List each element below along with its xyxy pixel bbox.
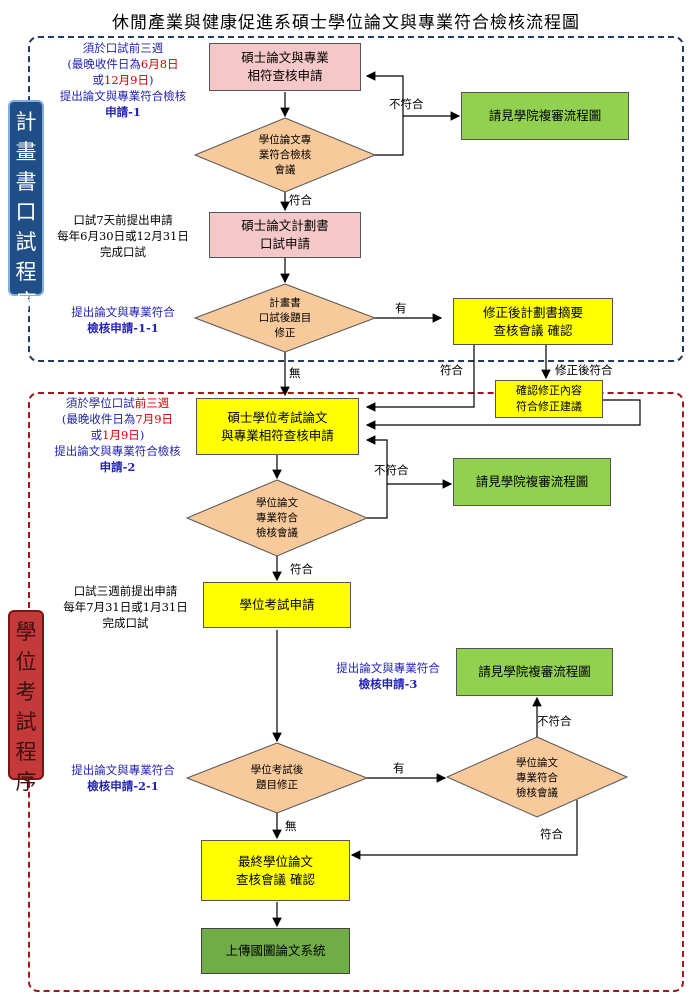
confirm-revision-box: 確認修正內容 符合修正建議 xyxy=(495,380,603,418)
revised-proposal-review-box: 修正後計劃書摘要 查核會議 確認 xyxy=(453,298,613,345)
label-nonconform-3: 不符合 xyxy=(537,714,572,728)
label-after-fix: 修正後符合 xyxy=(555,363,613,377)
label-no-1: 無 xyxy=(289,366,301,380)
label-conform-4: 符合 xyxy=(540,827,563,841)
label-nonconform-1: 不符合 xyxy=(389,97,424,111)
thesis-major-check-application-box: 碩士論文與專業 相符查核申請 xyxy=(209,43,361,91)
decision-5-text: 學位論文 專業符合 檢核會議 xyxy=(516,756,558,799)
proposal-oral-application-box: 碩士論文計劃書 口試申請 xyxy=(209,212,361,258)
proposal-section-label: 計畫書口試程序 xyxy=(8,100,44,314)
label-nonconform-2: 不符合 xyxy=(374,463,409,477)
label-yes-2: 有 xyxy=(393,761,405,775)
decision-diamond-5 xyxy=(445,736,629,818)
note-apply-3: 提出論文與專業符合 檢核申請-3 xyxy=(336,661,440,691)
page-title: 休閒產業與健康促進系碩士學位論文與專業符合檢核流程圖 xyxy=(112,13,580,33)
note-apply-2-1: 提出論文與專業符合 檢核申請-2-1 xyxy=(71,763,175,793)
label-yes-1: 有 xyxy=(395,301,407,315)
decision-1-text: 學位論文專 業符合檢核 會議 xyxy=(258,133,312,176)
degree-thesis-check-application-box: 碩士學位考試論文 與專業相符查核申請 xyxy=(196,398,359,455)
note-degree-deadline: 須於學位口試前三週 (最晚收件日為7月9日 或1月9日) 提出論文與專業符合檢核… xyxy=(54,396,181,474)
upload-national-library-box: 上傳國圖論文系統 xyxy=(201,928,350,974)
decision-3-text: 學位論文 專業符合 檢核會議 xyxy=(256,496,298,539)
note-proposal-oral-time: 口試7天前提出申請 每年6月30日或12月31日 完成口試 xyxy=(57,213,189,259)
college-review-box-3: 請見學院複審流程圖 xyxy=(456,648,613,696)
decision-2-text: 計畫書 口試後題目 修正 xyxy=(258,296,312,339)
degree-exam-application-box: 學位考試申請 xyxy=(203,582,351,628)
note-proposal-deadline: 須於口試前三週 (最晚收件日為6月8日 或12月9日) 提出論文與專業符合檢核 … xyxy=(59,41,187,119)
final-thesis-review-box: 最終學位論文 查核會議 確認 xyxy=(201,840,350,901)
label-no-2: 無 xyxy=(285,819,297,833)
college-review-box-2: 請見學院複審流程圖 xyxy=(453,458,611,506)
degree-section-label: 學位考試程序 xyxy=(8,610,44,794)
label-conform-3: 符合 xyxy=(290,562,313,576)
label-conform-2: 符合 xyxy=(440,363,463,377)
college-review-box-1: 請見學院複審流程圖 xyxy=(461,92,629,140)
note-apply-1-1: 提出論文與專業符合 檢核申請-1-1 xyxy=(71,305,175,335)
label-conform-1: 符合 xyxy=(289,193,312,207)
note-degree-oral-time: 口試三週前提出申請 每年7月31日或1月31日 完成口試 xyxy=(63,584,188,630)
decision-4-text: 學位考試後 題目修正 xyxy=(250,764,304,791)
